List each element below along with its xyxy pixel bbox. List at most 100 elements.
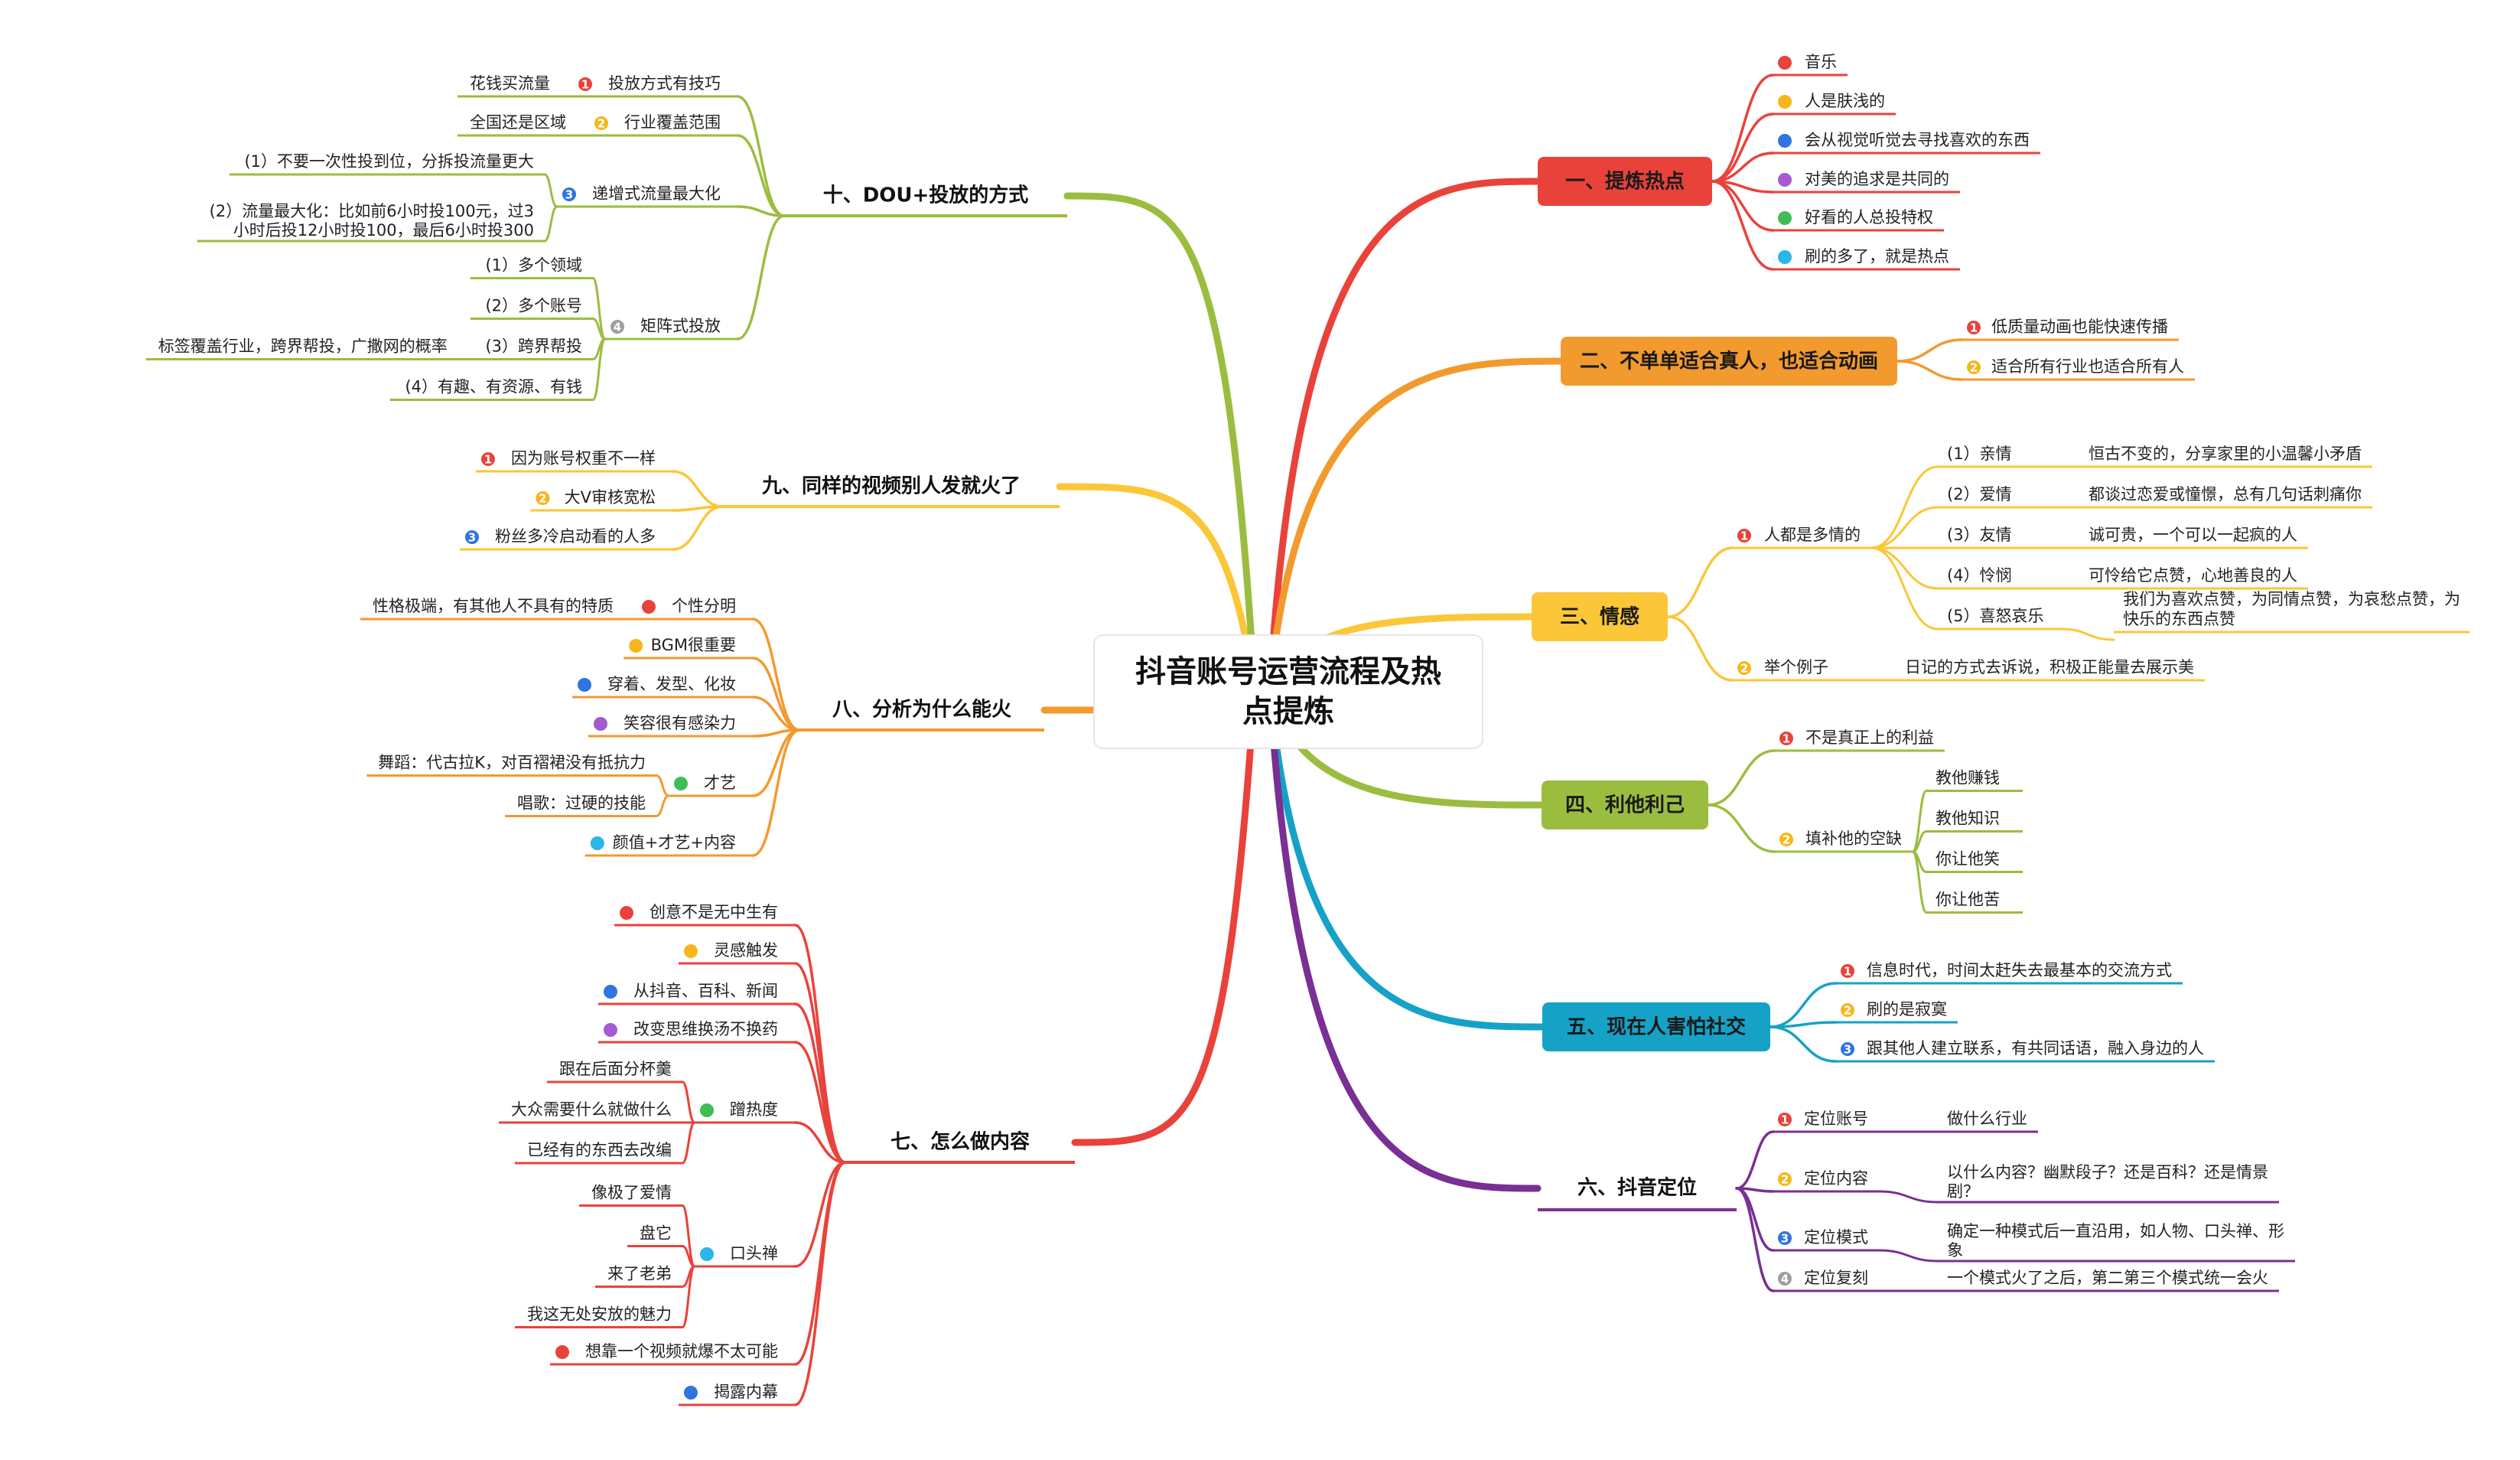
branch-10-item-2-marker-number: 2 (597, 117, 605, 131)
branch-7-item-3: 从抖音、百科、新闻 (633, 982, 778, 1000)
branch-3-item-1-child-1: (1）亲情 (1947, 445, 2012, 463)
branch-3-item-1-child-1-sub-1: 恒古不变的，分享家里的小温馨小矛盾 (2089, 445, 2362, 463)
branch-7-item-5-child-3-connector (681, 1121, 696, 1165)
branch-7-item-1: 创意不是无中生有 (650, 903, 778, 921)
branch-9-item-1-marker (480, 451, 497, 468)
branch-8-item-2-connector (751, 657, 801, 732)
branch-1-item-6-marker (1776, 249, 1793, 266)
branch-4-item-2-child-1: 教他赚钱 (1936, 769, 2000, 787)
branch-6-item-3-child-1-line1: 确定一种模式后一直沿用，如人物、口头禅、形 (1947, 1222, 2284, 1240)
branch-7-title: 七、怎么做内容 (890, 1130, 1030, 1154)
branch-7-item-5-child-1: 跟在后面分杯羹 (559, 1060, 672, 1078)
branch-5-item-3-marker-number: 3 (1844, 1043, 1851, 1057)
branch-2-item-1: 低质量动画也能快速传播 (1991, 318, 2168, 336)
branch-4-item-1-connector (1707, 749, 1776, 807)
branch-6-item-1-marker-number: 1 (1781, 1113, 1789, 1127)
branch-7-item-2-connector (793, 962, 847, 1164)
branch-7-item-6-child-1: 像极了爱情 (591, 1184, 672, 1202)
branch-6-title: 六、抖音定位 (1577, 1176, 1697, 1200)
branch-7-item-5-child-1-connector (681, 1080, 696, 1124)
branch-3-item-1: 人都是多情的 (1764, 526, 1861, 544)
branch-8-item-1: 个性分明 (672, 597, 736, 615)
branch-5-item-2-marker-number: 2 (1844, 1004, 1851, 1018)
branch-6-connector (1266, 685, 1542, 1192)
branch-3-item-1-child-5-sub-1-connector (2060, 627, 2115, 641)
branch-5-item-1-marker (1839, 963, 1856, 979)
branch-10-item-3-child-2-line1: (2）流量最大化：比如前6小时投100元，过3 (210, 202, 534, 220)
branch-2-item-1-marker-number: 1 (1970, 321, 1978, 335)
branch-1-node[interactable] (1538, 157, 1712, 206)
branch-9-item-3-marker-number: 3 (468, 531, 476, 545)
branch-1-item-2: 人是肤浅的 (1805, 92, 1885, 110)
branch-8-item-2-marker (627, 637, 645, 654)
branch-3-item-1-child-4-sub-1: 可怜给它点赞，心地善良的人 (2089, 566, 2297, 585)
branch-6-item-2-child-1-connector (1877, 1190, 1939, 1204)
branch-9-item-1: 因为账号权重不一样 (511, 449, 656, 468)
branch-2-item-2-marker-number: 2 (1970, 361, 1978, 375)
branch-2-item-2-connector (1896, 360, 1964, 381)
branch-2-item-1-connector (1896, 338, 1964, 363)
branch-3-item-2: 举个例子 (1764, 658, 1828, 676)
branch-7-item-6: 口头禅 (730, 1244, 778, 1263)
branch-10-item-1-child-1: 花钱买流量 (470, 74, 550, 93)
branch-2-item-2: 适合所有行业也适合所有人 (1991, 357, 2184, 376)
branch-7-item-6-child-3: 来了老弟 (607, 1265, 672, 1283)
branch-10-item-4-child-4-connector (591, 337, 607, 401)
branch-10-item-3-marker (561, 186, 578, 203)
branch-3-item-1-child-1-connector (1870, 465, 1939, 549)
root-title-line1: 抖音账号运营流程及热 (1135, 654, 1441, 689)
branch-9-item-3-marker (464, 529, 480, 546)
branch-6-item-4-marker-number: 4 (1781, 1273, 1789, 1286)
branch-2-connector (1266, 357, 1564, 693)
branch-5-node[interactable] (1542, 1002, 1770, 1051)
branch-1-connector (1266, 178, 1542, 693)
branch-8-title: 八、分析为什么能火 (832, 698, 1011, 722)
root-node[interactable] (1093, 634, 1483, 749)
branch-5-item-1-connector (1769, 982, 1838, 1028)
branch-5-item-2-marker (1839, 1002, 1856, 1018)
branch-7-item-5-connector (793, 1121, 847, 1164)
branch-4-item-2-child-4-connector (1911, 850, 1928, 914)
branch-3-node[interactable] (1532, 592, 1668, 641)
branch-8-item-3: 穿着、发型、化妆 (607, 675, 736, 693)
branch-2-node[interactable] (1561, 337, 1897, 386)
branch-1-item-1: 音乐 (1805, 53, 1837, 71)
branch-1-item-1-connector (1711, 73, 1775, 183)
branch-7-item-4: 改变思维换汤不换药 (633, 1020, 778, 1038)
branch-7-item-8-connector (793, 1161, 847, 1406)
branch-10-item-3-child-2-line2: 小时后投12小时投100，最后6小时投300 (233, 221, 534, 240)
branch-5-connector (1266, 685, 1546, 1031)
branch-2-item-1-marker (1965, 319, 1982, 336)
branch-7-item-1-marker (618, 904, 635, 921)
branch-4-node[interactable] (1542, 781, 1708, 829)
branch-4-item-2-child-4: 你让他苦 (1936, 891, 2000, 909)
branch-9-item-2: 大V审核宽松 (565, 488, 656, 507)
branch-3-item-1-child-4: (4）怜悯 (1947, 566, 2012, 585)
branch-10-item-1-connector (736, 95, 786, 217)
branch-7-item-6-child-2: 盘它 (640, 1224, 672, 1243)
branch-6-item-3: 定位模式 (1804, 1228, 1868, 1247)
branch-10-item-3-child-1: (1）不要一次性投到位，分拆投流量更大 (244, 152, 534, 171)
branch-7-item-4-connector (793, 1041, 847, 1164)
branch-10-item-4-child-1: (1）多个领域 (485, 256, 582, 275)
connector-lines (145, 73, 2470, 1406)
branch-3-item-1-child-5-sub-1-line1: 我们为喜欢点赞，为同情点赞，为哀愁点赞，为 (2123, 590, 2460, 608)
branch-3-item-1-child-5: (5）喜怒哀乐 (1947, 607, 2044, 625)
branch-10-item-2-connector (736, 134, 786, 217)
branch-3-item-1-child-5-sub-1-line2: 快乐的东西点赞 (2123, 610, 2235, 628)
branch-3-item-1-marker-number: 1 (1740, 530, 1748, 543)
branch-6-item-3-marker (1776, 1230, 1793, 1247)
branch-8-item-5-marker (672, 775, 689, 792)
branch-6-item-1: 定位账号 (1804, 1110, 1868, 1128)
branch-7-item-4-marker (602, 1022, 619, 1038)
branch-10-item-2: 行业覆盖范围 (624, 113, 721, 132)
branch-6-item-2-marker-number: 2 (1781, 1173, 1789, 1187)
branch-6-item-4-child-1: 一个模式火了之后，第二第三个模式统一会火 (1947, 1269, 2268, 1287)
branch-7-item-8-marker (682, 1384, 699, 1401)
branch-6-item-2: 定位内容 (1804, 1169, 1868, 1188)
branch-4-item-2-marker-number: 2 (1783, 833, 1790, 847)
branch-4-item-2-child-2: 教他知识 (1936, 810, 2000, 828)
branch-6-item-4-connector (1735, 1187, 1775, 1292)
branch-8-item-4-marker (592, 715, 609, 732)
branch-3-title: 三、情感 (1560, 606, 1639, 629)
